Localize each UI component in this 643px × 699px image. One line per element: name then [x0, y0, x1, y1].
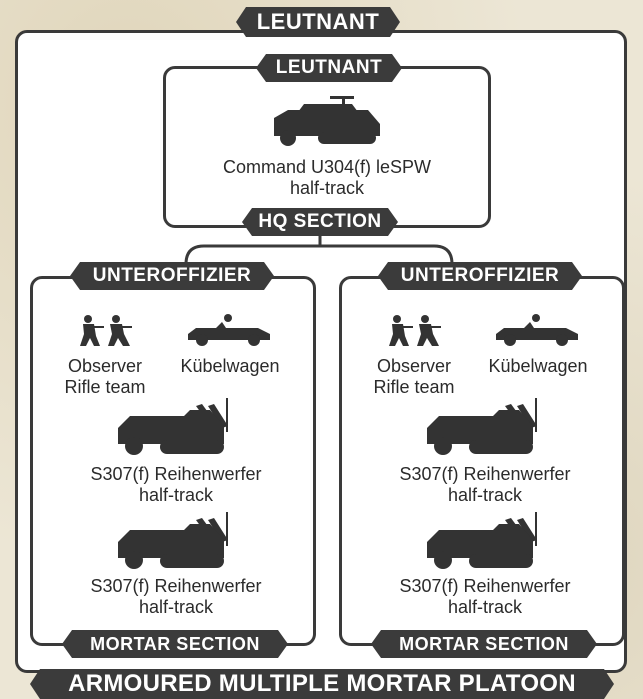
right-observer-label-line2: Rifle team	[373, 377, 455, 397]
hq-leader-banner: LEUTNANT	[256, 54, 402, 82]
left-observer-label-line2: Rifle team	[64, 377, 146, 397]
right-halftrack2-label: S307(f) Reihenwerfer	[399, 576, 571, 596]
observer-team-icon	[78, 314, 134, 348]
platoon-commander-banner: LEUTNANT	[236, 7, 400, 37]
right-halftrack1-label-line2: half-track	[447, 485, 523, 505]
rocket-halftrack-icon	[423, 396, 543, 458]
right-kubelwagen-label: Kübelwagen	[488, 356, 588, 376]
rocket-halftrack-icon	[423, 510, 543, 572]
right-observer-label: Observer	[376, 356, 452, 376]
right-mortar-section-banner: MORTAR SECTION	[371, 630, 597, 658]
rocket-halftrack-icon	[114, 510, 234, 572]
hq-vehicle-label: Command U304(f) leSPW	[222, 157, 432, 177]
platoon-name-banner: ARMOURED MULTIPLE MORTAR PLATOON	[30, 669, 614, 699]
kubelwagen-icon	[186, 312, 272, 348]
left-halftrack1-label: S307(f) Reihenwerfer	[90, 464, 262, 484]
left-halftrack2-label: S307(f) Reihenwerfer	[90, 576, 262, 596]
left-mortar-section-banner: MORTAR SECTION	[62, 630, 288, 658]
left-section-leader-banner: UNTEROFFIZIER	[70, 262, 274, 290]
rocket-halftrack-icon	[114, 396, 234, 458]
hq-section-banner: HQ SECTION	[242, 208, 398, 236]
left-observer-label: Observer	[67, 356, 143, 376]
command-halftrack-icon	[268, 90, 386, 148]
right-section-leader-banner: UNTEROFFIZIER	[378, 262, 582, 290]
left-kubelwagen-label: Kübelwagen	[180, 356, 280, 376]
hq-vehicle-label-line2: half-track	[289, 178, 365, 198]
kubelwagen-icon	[494, 312, 580, 348]
observer-team-icon	[387, 314, 443, 348]
left-halftrack2-label-line2: half-track	[138, 597, 214, 617]
right-halftrack2-label-line2: half-track	[447, 597, 523, 617]
left-halftrack1-label-line2: half-track	[138, 485, 214, 505]
right-halftrack1-label: S307(f) Reihenwerfer	[399, 464, 571, 484]
